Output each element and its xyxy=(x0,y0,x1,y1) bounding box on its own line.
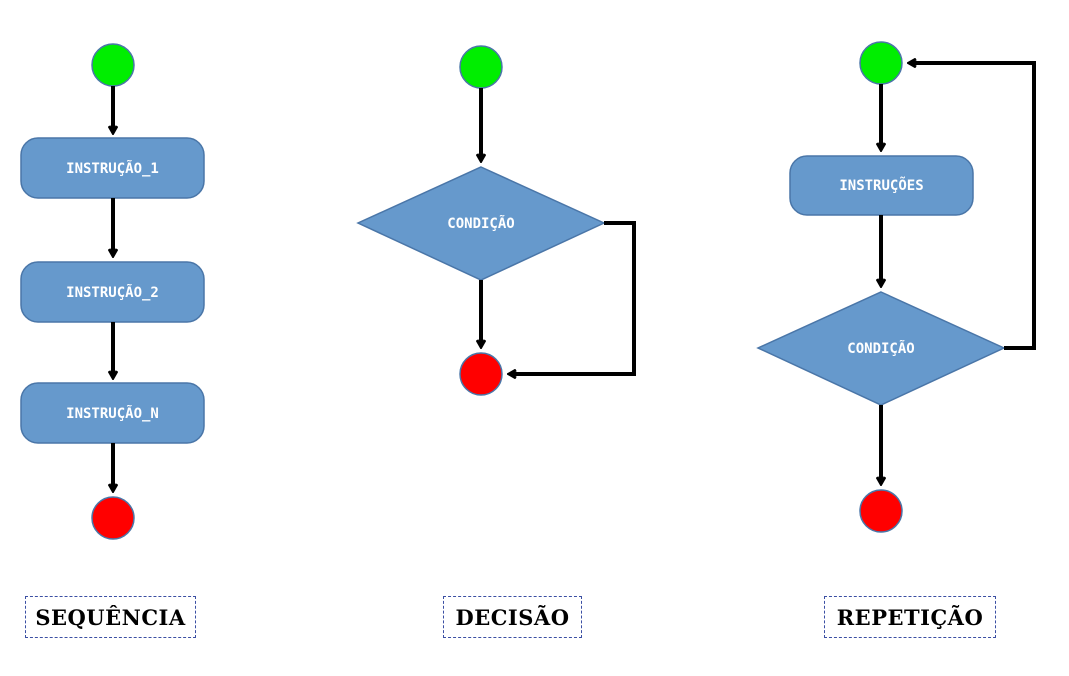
sequence-step-2-label: INSTRUÇÃO_2 xyxy=(66,284,159,301)
sequence-step-1-label: INSTRUÇÃO_1 xyxy=(66,160,159,177)
sequence-start-node xyxy=(91,43,135,87)
repetition-body-label: INSTRUÇÕES xyxy=(839,176,923,194)
sequence-step-n-label: INSTRUÇÃO_N xyxy=(66,405,159,422)
repetition-flow: INSTRUÇÕES CONDIÇÃO xyxy=(756,41,1036,533)
sequence-end-node xyxy=(91,496,135,540)
repetition-loop-arrow xyxy=(910,63,1036,350)
sequence-flow: INSTRUÇÃO_1 INSTRUÇÃO_2 INSTRUÇÃO_N xyxy=(20,43,205,540)
decision-flow: CONDIÇÃO xyxy=(356,45,636,396)
repetition-start-node xyxy=(859,41,903,85)
decision-arrow-false xyxy=(510,221,636,374)
sequence-caption: SEQUÊNCIA xyxy=(25,596,196,638)
repetition-condition-label: CONDIÇÃO xyxy=(847,340,914,357)
decision-end-node xyxy=(459,352,503,396)
repetition-end-node xyxy=(859,489,903,533)
decision-start-node xyxy=(459,45,503,89)
repetition-caption: REPETIÇÃO xyxy=(824,596,996,638)
decision-condition-label: CONDIÇÃO xyxy=(447,215,514,232)
decision-caption: DECISÃO xyxy=(443,596,582,638)
